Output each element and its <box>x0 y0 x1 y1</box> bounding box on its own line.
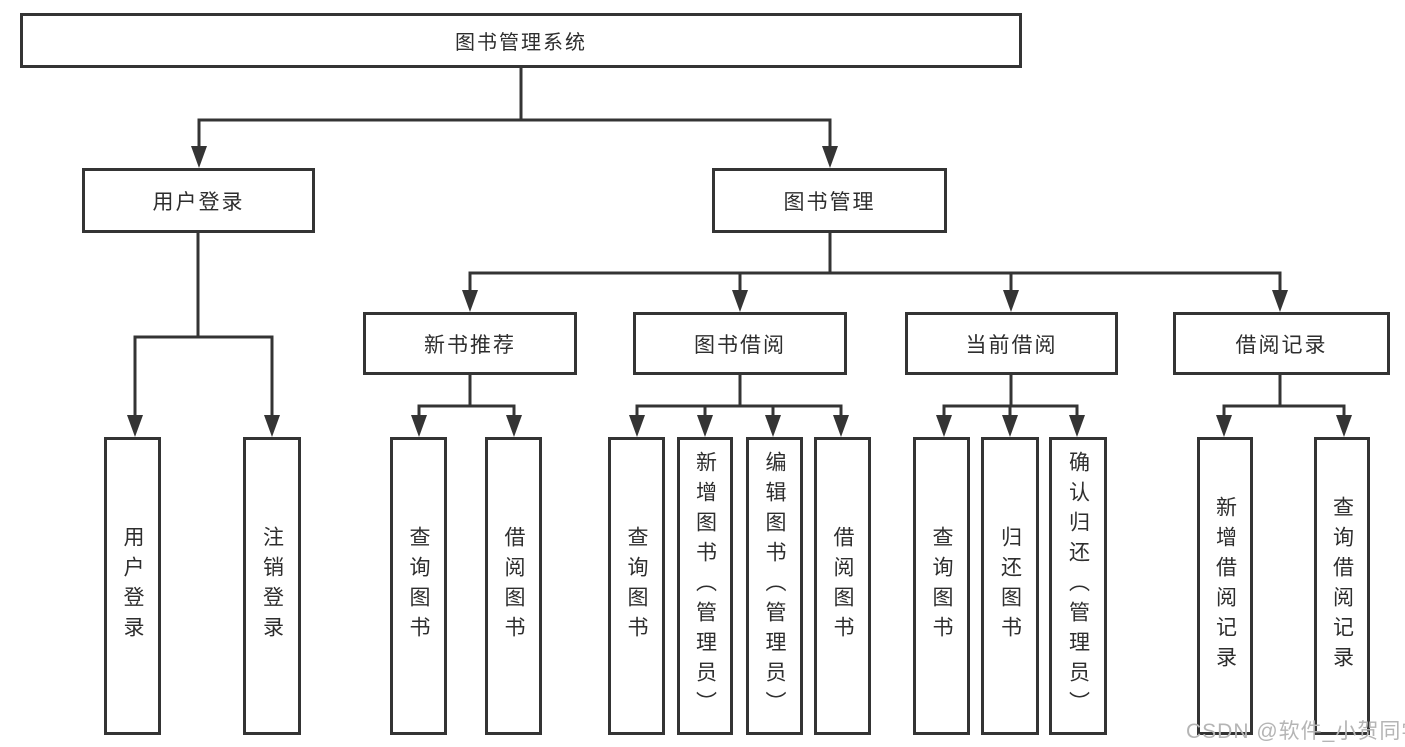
leaf-query-books-borrowing: 查询图书 <box>608 437 665 735</box>
leaf-query-books-recommend-label: 查询图书 <box>407 526 430 646</box>
leaf-query-books-current-label: 查询图书 <box>930 526 953 646</box>
node-book-borrowing-label: 图书借阅 <box>694 333 786 357</box>
node-root-system: 图书管理系统 <box>20 13 1022 68</box>
node-book-management-label: 图书管理 <box>783 190 876 214</box>
leaf-add-books-admin: 新增图书（管理员） <box>677 437 733 735</box>
leaf-user-login-label: 用户登录 <box>121 526 144 646</box>
leaf-confirm-return-admin: 确认归还（管理员） <box>1049 437 1107 735</box>
node-current-borrowing: 当前借阅 <box>905 312 1118 375</box>
leaf-edit-books-admin-label: 编辑图书（管理员） <box>763 451 786 721</box>
leaf-query-borrow-record-label: 查询借阅记录 <box>1330 496 1354 676</box>
leaf-borrow-books: 借阅图书 <box>814 437 871 735</box>
leaf-add-borrow-record-label: 新增借阅记录 <box>1213 496 1237 676</box>
connector-borrow-to-leaves <box>629 375 849 437</box>
node-borrowing-records: 借阅记录 <box>1173 312 1390 375</box>
connector-mgmt-to-groups <box>462 233 1288 312</box>
connector-root-to-level2 <box>191 68 838 168</box>
node-root-label: 图书管理系统 <box>455 32 587 54</box>
leaf-query-books-borrowing-label: 查询图书 <box>625 526 648 646</box>
connector-records-to-leaves <box>1216 375 1352 437</box>
node-book-management: 图书管理 <box>712 168 947 233</box>
csdn-watermark: CSDN @软件_小贺同学 <box>1186 720 1405 743</box>
leaf-logout: 注销登录 <box>243 437 301 735</box>
leaf-return-books: 归还图书 <box>981 437 1039 735</box>
connector-current-to-leaves <box>936 375 1085 437</box>
node-borrowing-records-label: 借阅记录 <box>1235 333 1328 357</box>
leaf-confirm-return-admin-label: 确认归还（管理员） <box>1066 451 1090 721</box>
leaf-edit-books-admin: 编辑图书（管理员） <box>746 437 803 735</box>
leaf-borrow-books-recommend-label: 借阅图书 <box>502 526 525 646</box>
leaf-return-books-label: 归还图书 <box>998 526 1022 646</box>
leaf-borrow-books-recommend: 借阅图书 <box>485 437 542 735</box>
node-user-login: 用户登录 <box>82 168 315 233</box>
connector-login-to-leaves <box>127 233 280 437</box>
leaf-borrow-books-label: 借阅图书 <box>831 526 854 646</box>
node-current-borrowing-label: 当前借阅 <box>965 333 1058 357</box>
connector-newbooks-to-leaves <box>411 375 522 437</box>
leaf-query-books-current: 查询图书 <box>913 437 970 735</box>
leaf-query-books-recommend: 查询图书 <box>390 437 447 735</box>
leaf-add-books-admin-label: 新增图书（管理员） <box>693 451 717 721</box>
node-user-login-label: 用户登录 <box>152 190 245 214</box>
node-new-book-recommend: 新书推荐 <box>363 312 577 375</box>
leaf-add-borrow-record: 新增借阅记录 <box>1197 437 1253 735</box>
node-book-borrowing: 图书借阅 <box>633 312 847 375</box>
leaf-user-login: 用户登录 <box>104 437 161 735</box>
leaf-query-borrow-record: 查询借阅记录 <box>1314 437 1370 735</box>
leaf-logout-label: 注销登录 <box>260 526 284 646</box>
node-new-book-recommend-label: 新书推荐 <box>424 333 516 357</box>
